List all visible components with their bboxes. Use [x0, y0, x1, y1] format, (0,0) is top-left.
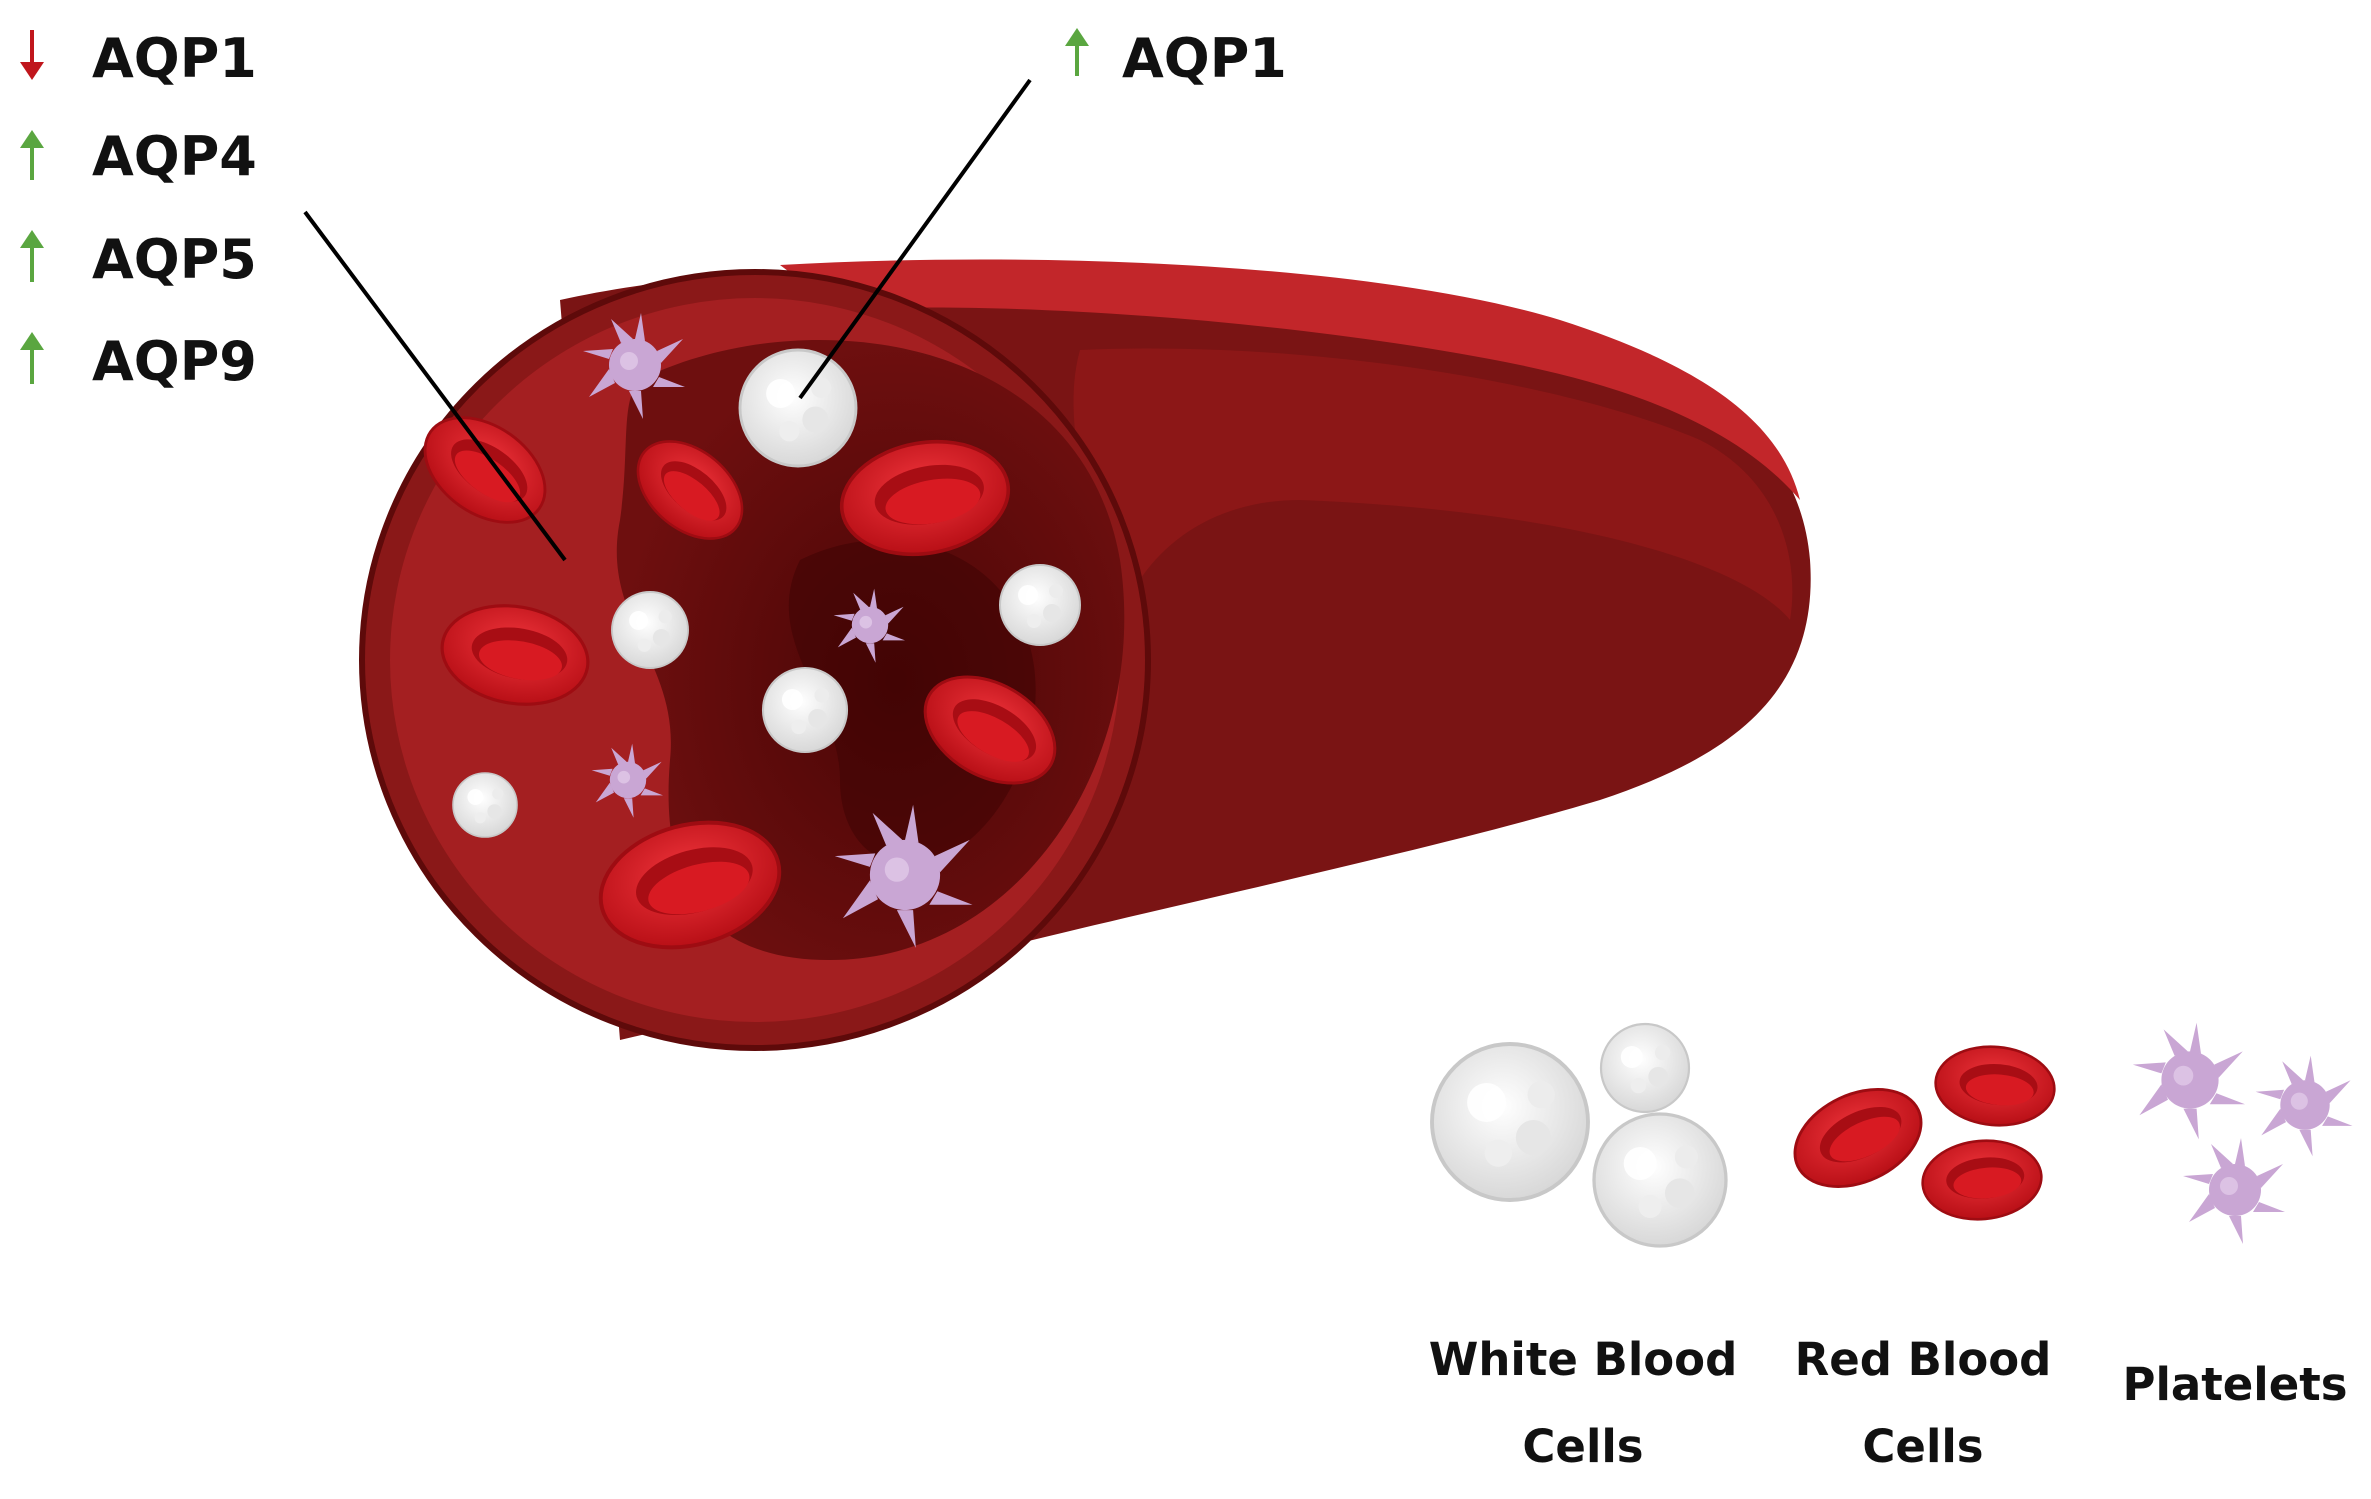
- platelet-icon: [2132, 1022, 2245, 1140]
- legend-label: Cells: [1862, 1420, 1983, 1473]
- marker-label: AQP1: [1122, 27, 1287, 90]
- vessel-top-highlight: [780, 259, 1800, 500]
- platelet-icon: [2255, 1055, 2353, 1157]
- marker-label: AQP1: [92, 27, 257, 90]
- legend-label: Platelets: [2122, 1358, 2347, 1411]
- white-blood-cell: [452, 772, 518, 838]
- vessel-lumen-shadow: [788, 540, 1036, 866]
- marker-label: AQP4: [92, 125, 257, 188]
- white-blood-cell-icon: [1430, 1042, 1590, 1202]
- up-arrow-icon: [20, 332, 44, 384]
- white-blood-cell: [761, 666, 849, 754]
- up-arrow-icon: [20, 230, 44, 282]
- white-blood-cell: [999, 564, 1081, 646]
- marker-item: AQP5: [20, 228, 257, 291]
- white-blood-cell-icon: [1599, 1022, 1691, 1114]
- up-arrow-icon: [1065, 28, 1089, 76]
- red-blood-cell-icon: [1931, 1040, 2059, 1132]
- white-cell-marker: AQP1: [1065, 27, 1287, 90]
- up-arrow-icon: [20, 130, 44, 180]
- legend-white-blood-cells: White Blood Cells: [1429, 1022, 1738, 1473]
- legend-label: Red Blood: [1795, 1333, 2052, 1386]
- white-blood-cell-icon: [1592, 1112, 1728, 1248]
- plasma-marker-list: AQP1 AQP4 AQP5 AQP9: [20, 27, 257, 393]
- legend-label: Cells: [1522, 1420, 1643, 1473]
- vessel-side-shade: [1073, 348, 1793, 620]
- legend-platelets: Platelets: [2122, 1022, 2353, 1411]
- white-blood-cell: [611, 591, 689, 669]
- plasma-pointer-line: [303, 210, 567, 562]
- legend-label: White Blood: [1429, 1333, 1738, 1386]
- marker-item: AQP1: [20, 27, 257, 90]
- down-arrow-icon: [20, 30, 44, 80]
- legend-red-blood-cells: Red Blood Cells: [1777, 1040, 2059, 1473]
- white-blood-cell: [738, 348, 858, 468]
- platelet-icon: [2183, 1138, 2285, 1244]
- marker-item: AQP4: [20, 125, 257, 188]
- red-blood-cell-icon: [1777, 1068, 1939, 1208]
- marker-label: AQP9: [92, 330, 257, 393]
- white-cell-pointer-line: [798, 78, 1032, 400]
- marker-item: AQP9: [20, 330, 257, 393]
- red-blood-cell-icon: [1918, 1134, 2046, 1226]
- marker-label: AQP5: [92, 228, 257, 291]
